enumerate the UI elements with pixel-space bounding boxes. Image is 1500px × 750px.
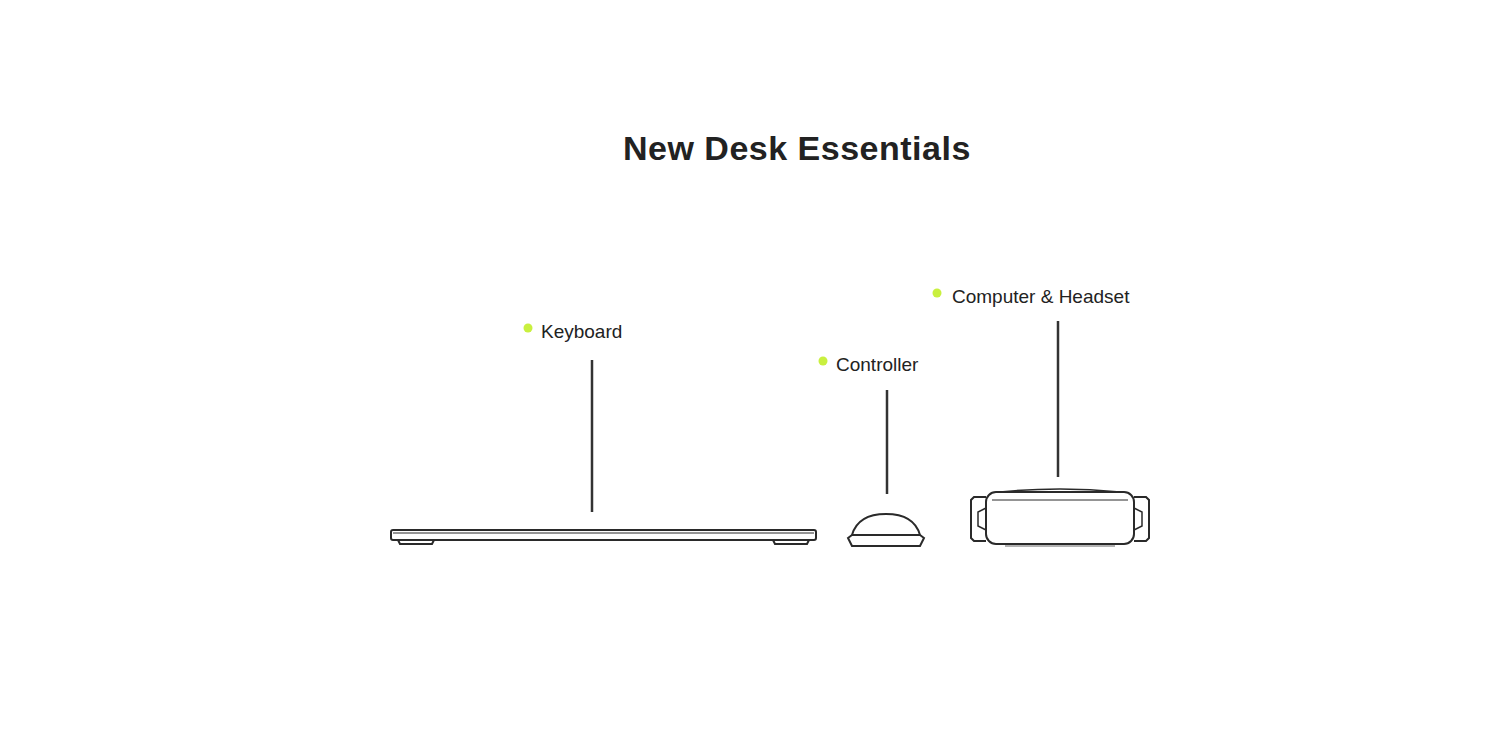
computer-headset-drawing xyxy=(971,489,1149,546)
keyboard-drawing xyxy=(391,530,816,544)
label-dots xyxy=(524,289,942,366)
diagram-title: New Desk Essentials xyxy=(623,129,971,168)
part-label: Controller xyxy=(836,354,918,376)
part-label: Keyboard xyxy=(541,321,622,343)
leader-lines xyxy=(592,321,1058,512)
part-label: Computer & Headset xyxy=(952,286,1129,308)
controller-drawing xyxy=(848,514,924,546)
